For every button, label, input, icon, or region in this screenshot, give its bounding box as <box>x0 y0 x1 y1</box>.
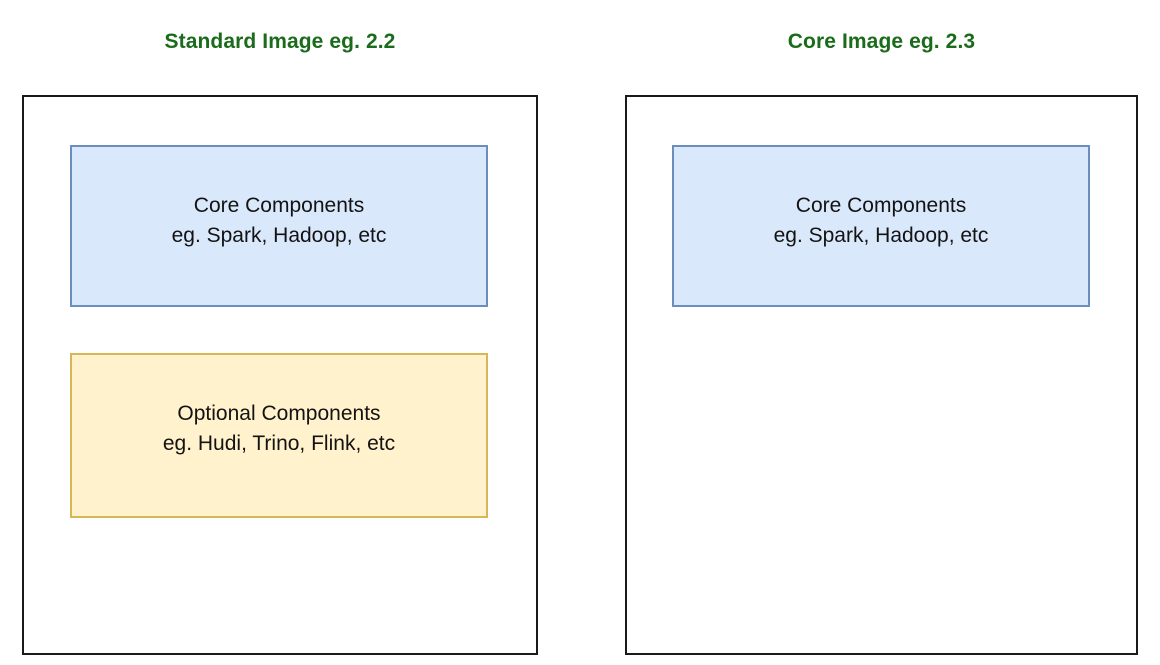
component-box-title: Core Components <box>795 194 967 217</box>
component-box-core-standard: Core Components eg. Spark, Hadoop, etc <box>70 145 488 307</box>
component-box-title: Optional Components <box>177 402 381 425</box>
component-box-optional-standard: Optional Components eg. Hudi, Trino, Fli… <box>70 353 488 518</box>
component-box-examples: eg. Hudi, Trino, Flink, etc <box>162 431 396 455</box>
component-box-text: Optional Components eg. Hudi, Trino, Fli… <box>163 399 395 459</box>
component-box-text: Core Components eg. Spark, Hadoop, etc <box>172 191 387 251</box>
panel-title-core-image: Core Image eg. 2.3 <box>787 30 976 53</box>
component-box-examples: eg. Spark, Hadoop, etc <box>773 223 989 247</box>
component-box-text: Core Components eg. Spark, Hadoop, etc <box>774 191 989 251</box>
component-box-title: Core Components <box>193 194 365 217</box>
component-box-examples: eg. Spark, Hadoop, etc <box>171 223 387 247</box>
panel-title-standard-image: Standard Image eg. 2.2 <box>164 30 396 53</box>
component-box-core-core-image: Core Components eg. Spark, Hadoop, etc <box>672 145 1090 307</box>
